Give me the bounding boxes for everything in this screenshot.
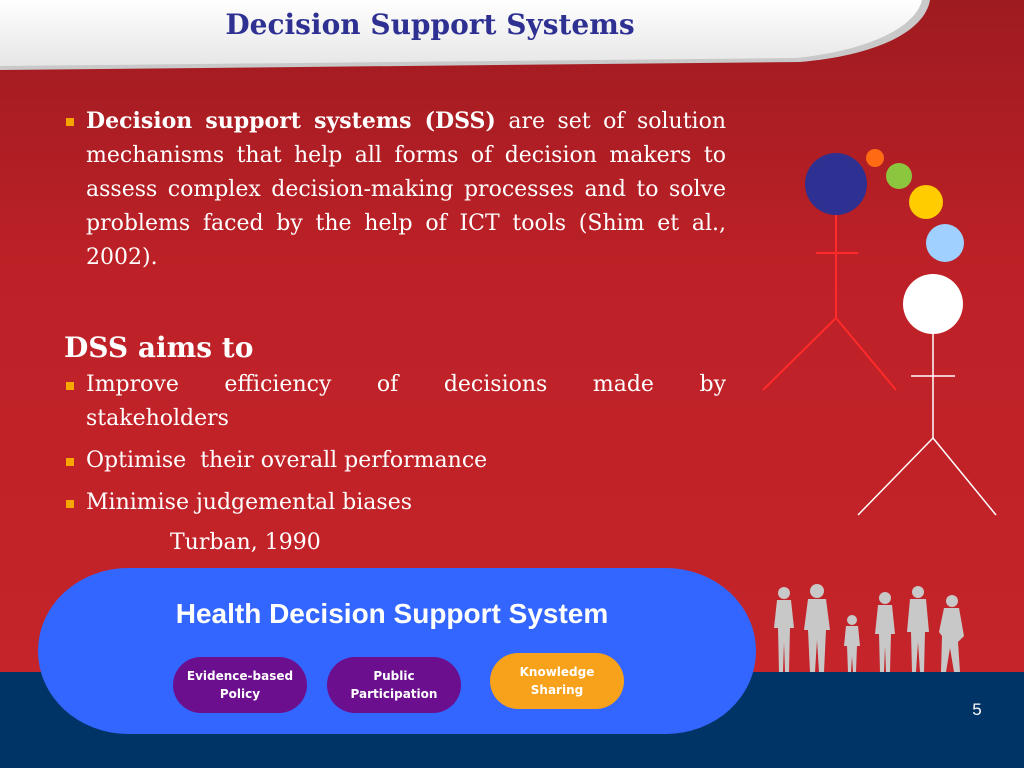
header-banner xyxy=(0,0,930,70)
white-stick-figure xyxy=(857,334,997,516)
stick-figures-illustration xyxy=(762,149,997,516)
ball-green xyxy=(886,163,912,189)
hdss-panel: Health Decision Support System Evidence-… xyxy=(38,568,756,734)
aim-bullet-biases: Minimise judgemental biases xyxy=(64,486,726,520)
aims-heading: DSS aims to xyxy=(64,331,254,364)
red-stick-figure xyxy=(762,215,897,391)
hdss-title: Health Decision Support System xyxy=(175,598,609,629)
ball-navy xyxy=(805,153,867,215)
ball-lightblue xyxy=(926,224,964,262)
white-figure-head xyxy=(903,274,963,334)
ball-orange xyxy=(866,149,884,167)
slide-title: Decision Support Systems xyxy=(225,8,635,41)
aim-efficiency-line2: stakeholders xyxy=(86,406,229,431)
ball-yellow xyxy=(909,185,943,219)
dss-definition-bullet: Decision support systems (DSS) are set o… xyxy=(64,104,726,275)
pill-evidence-based-policy: Evidence-based Policy xyxy=(173,657,307,713)
pill-public-participation: Public Participation xyxy=(327,657,461,713)
aim-bullet-performance: Optimise their overall performance xyxy=(64,444,726,478)
aim-efficiency-line1: Improve efficiency of decisions made by xyxy=(86,372,726,397)
citation: Turban, 1990 xyxy=(170,530,321,555)
slide-content: Decision support systems (DSS) are set o… xyxy=(64,100,726,560)
pill-knowledge-sharing: Knowledge Sharing xyxy=(490,653,624,709)
people-silhouettes xyxy=(774,584,964,672)
dss-definition-text: are set of solution mechanisms that help… xyxy=(86,109,727,270)
page-number: 5 xyxy=(972,700,982,719)
aim-bullet-efficiency: Improve efficiency of decisions made by s… xyxy=(64,368,726,436)
dss-term: Decision support systems (DSS) xyxy=(86,108,496,134)
